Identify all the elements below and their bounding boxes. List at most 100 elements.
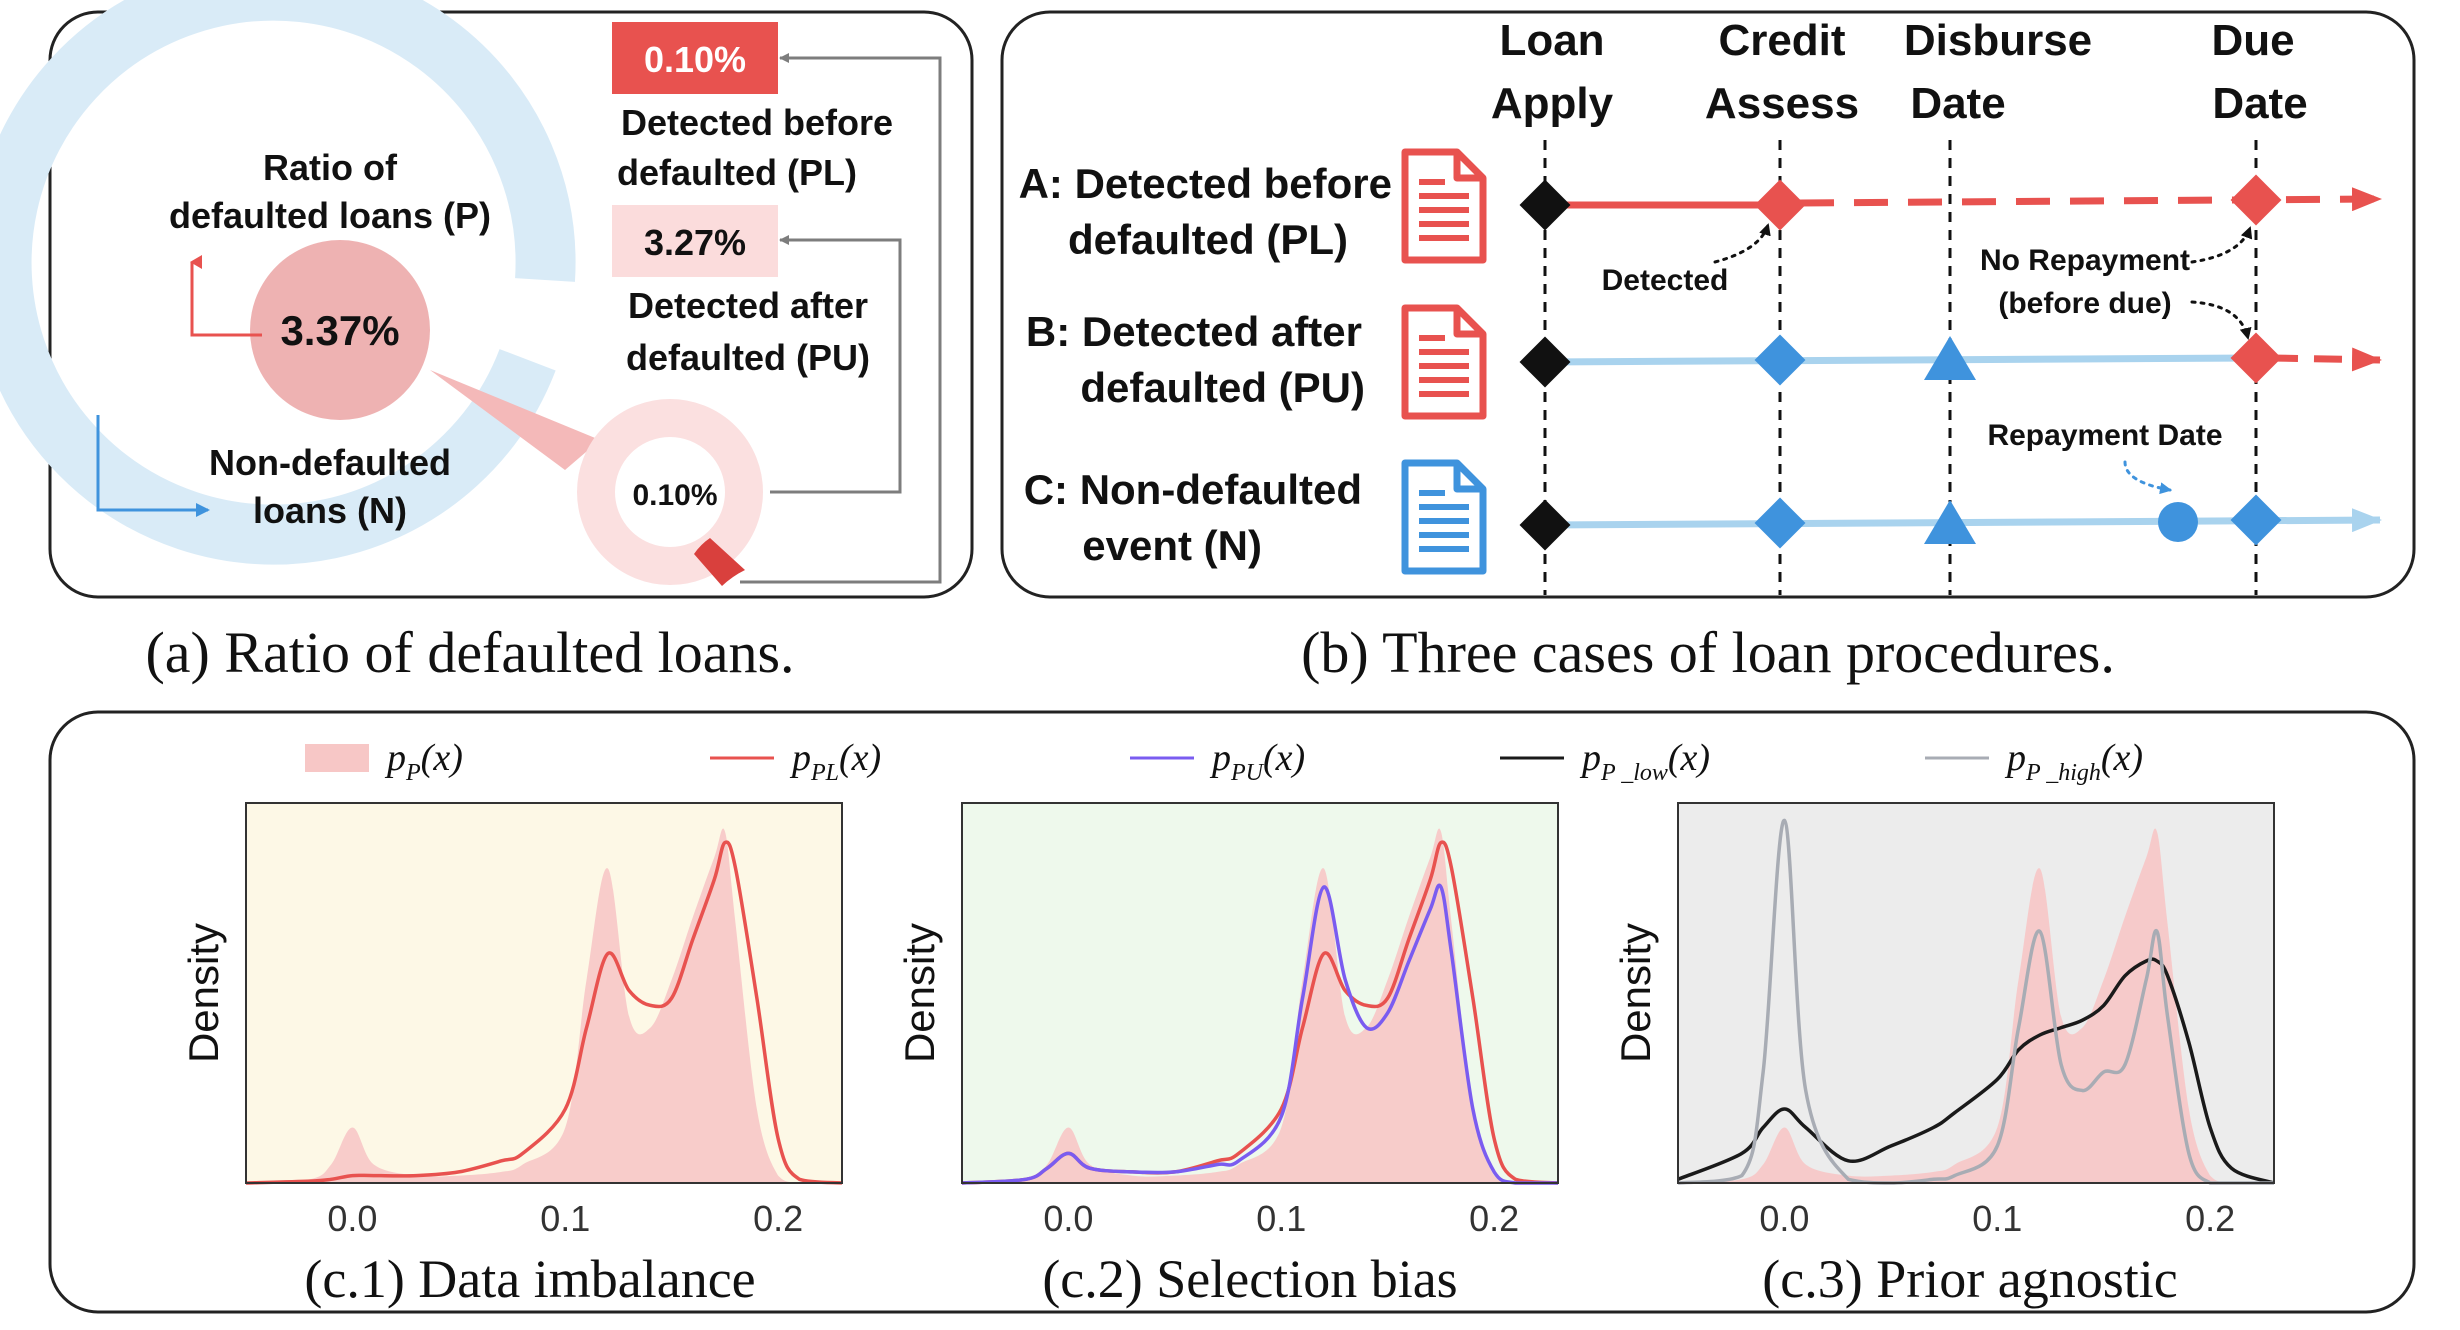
pu-line2: defaulted (PU)	[626, 337, 870, 378]
caption-a: (a) Ratio of defaulted loans.	[145, 620, 794, 685]
series-area-p_P(x)	[246, 828, 842, 1183]
x-tick-label: 0.0	[1759, 1198, 1809, 1239]
chart-caption: (c.2) Selection bias	[1042, 1249, 1457, 1309]
pu-value: 3.27%	[644, 222, 746, 263]
plot-frame	[1677, 802, 2275, 1184]
panel-a: Ratio of defaulted loans (P) 3.37% Non-d…	[0, 0, 974, 685]
row-c-disburse-marker	[1924, 500, 1976, 544]
pl-line1: Detected before	[621, 102, 893, 143]
p-arrow-icon	[190, 255, 262, 337]
col-credit-line1: Credit	[1718, 16, 1845, 65]
chart-caption: (c.3) Prior agnostic	[1762, 1249, 2177, 1309]
series-area-p_P(x)	[962, 828, 1558, 1183]
legend: pP(x) pPL(x) pPU(x) pP _low(x) pP _high(x)	[305, 737, 2143, 786]
no-repay-line1: No Repayment	[1980, 244, 2190, 277]
pl-value: 0.10%	[644, 39, 746, 80]
col-due-line1: Due	[2211, 16, 2294, 65]
col-due-line2: Date	[2212, 79, 2307, 128]
legend-label: pPU(x)	[1209, 737, 1305, 786]
legend-item-0: pP(x)	[305, 737, 463, 786]
pu-line1: Detected after	[628, 285, 868, 326]
case-a-line1: A: Detected before	[1019, 160, 1392, 207]
x-tick-label: 0.1	[1972, 1198, 2022, 1239]
detected-ring	[577, 399, 763, 585]
legend-item-3: pP _low(x)	[1500, 737, 1710, 786]
series-line-p_P_low(x)	[1677, 957, 2275, 1185]
detected-before-slice	[694, 538, 745, 586]
col-loan-line2: Apply	[1491, 79, 1614, 128]
y-axis-label: Density	[896, 923, 943, 1063]
legend-item-2: pPU(x)	[1130, 737, 1305, 786]
x-tick-label: 0.0	[327, 1198, 377, 1239]
legend-swatch	[305, 744, 369, 772]
plot-frame	[245, 802, 843, 1184]
case-b-document-icon	[1405, 308, 1483, 416]
row-b-line	[1544, 354, 2257, 366]
row-b-dashed-arrow	[2269, 347, 2382, 372]
chart-1: 0.0 0.1 0.2 Density (c.1) Data imbalance	[180, 802, 843, 1309]
defaulted-disk	[250, 240, 430, 420]
series-line-p_PL(x)	[245, 840, 843, 1185]
legend-label: pP _high(x)	[2004, 737, 2143, 786]
legend-label: pPL(x)	[789, 737, 881, 786]
pu-value-box	[612, 205, 778, 277]
case-c-line2: event (N)	[1082, 522, 1262, 569]
row-c-credit-marker	[1754, 497, 1806, 549]
row-c-apply-marker	[1519, 499, 1571, 551]
nondefault-ring	[0, 0, 576, 565]
n-arrow-icon	[96, 415, 210, 517]
nondefault-line1: Non-defaulted	[209, 442, 451, 483]
ratio-label-line2: defaulted loans (P)	[169, 195, 491, 236]
series-line-p_PU(x)	[961, 883, 1558, 1185]
no-repay-line2: (before due)	[1998, 287, 2171, 320]
center-value: 3.37%	[280, 307, 399, 354]
series-area-p_P(x)	[1678, 828, 2274, 1183]
case-b-line2: defaulted (PU)	[1080, 364, 1365, 411]
pl-connector-arrow-icon	[740, 53, 942, 584]
x-tick-label: 0.2	[1469, 1198, 1519, 1239]
row-a-credit-marker	[1754, 179, 1806, 231]
y-axis-label: Density	[1612, 923, 1659, 1063]
case-a-document-icon	[1405, 152, 1483, 260]
row-b-apply-marker	[1519, 336, 1571, 388]
legend-label: pP _low(x)	[1579, 737, 1710, 786]
legend-item-4: pP _high(x)	[1925, 737, 2143, 786]
row-c-repayment-marker	[2158, 502, 2198, 542]
x-tick-label: 0.1	[1256, 1198, 1306, 1239]
col-disburse-line2: Date	[1910, 79, 2005, 128]
col-loan-line1: Loan	[1499, 16, 1604, 65]
row-b-disburse-marker	[1924, 336, 1976, 380]
x-tick-label: 0.0	[1043, 1198, 1093, 1239]
chart-caption: (c.1) Data imbalance	[304, 1249, 755, 1309]
case-c-document-icon	[1405, 463, 1483, 571]
case-c-line1: C: Non-defaulted	[1024, 466, 1362, 513]
caption-b: (b) Three cases of loan procedures.	[1301, 620, 2115, 685]
detected-annotation: Detected	[1602, 264, 1729, 297]
row-b-credit-marker	[1754, 334, 1806, 386]
zoom-wedge	[430, 370, 600, 470]
ratio-label-line1: Ratio of	[263, 147, 398, 188]
y-axis-label: Density	[180, 923, 227, 1063]
case-a-line2: defaulted (PL)	[1068, 216, 1348, 263]
plot-frame	[961, 802, 1559, 1184]
x-tick-label: 0.1	[540, 1198, 590, 1239]
small-ring-value: 0.10%	[632, 479, 717, 512]
series-line-p_P_high(x)	[1677, 818, 2274, 1185]
legend-label: pP(x)	[384, 737, 463, 786]
detected-pointer-icon	[1713, 223, 1771, 264]
x-tick-label: 0.2	[753, 1198, 803, 1239]
repayment-pointer-icon	[2123, 460, 2172, 495]
case-b-line1: B: Detected after	[1026, 308, 1362, 355]
panel-c: pP(x) pPL(x) pPU(x) pP _low(x) pP _high(x) 0…	[48, 710, 2416, 1314]
col-credit-line2: Assess	[1705, 79, 1859, 128]
legend-item-1: pPL(x)	[710, 737, 881, 786]
nondefault-line2: loans (N)	[253, 490, 407, 531]
repayment-date-annotation: Repayment Date	[1987, 419, 2222, 452]
panel-b: Loan Apply Credit Assess Disburse Date D…	[1000, 10, 2416, 685]
pu-connector-arrow-icon	[770, 235, 902, 494]
chart-2: 0.0 0.1 0.2 Density (c.2) Selection bias	[896, 802, 1559, 1309]
